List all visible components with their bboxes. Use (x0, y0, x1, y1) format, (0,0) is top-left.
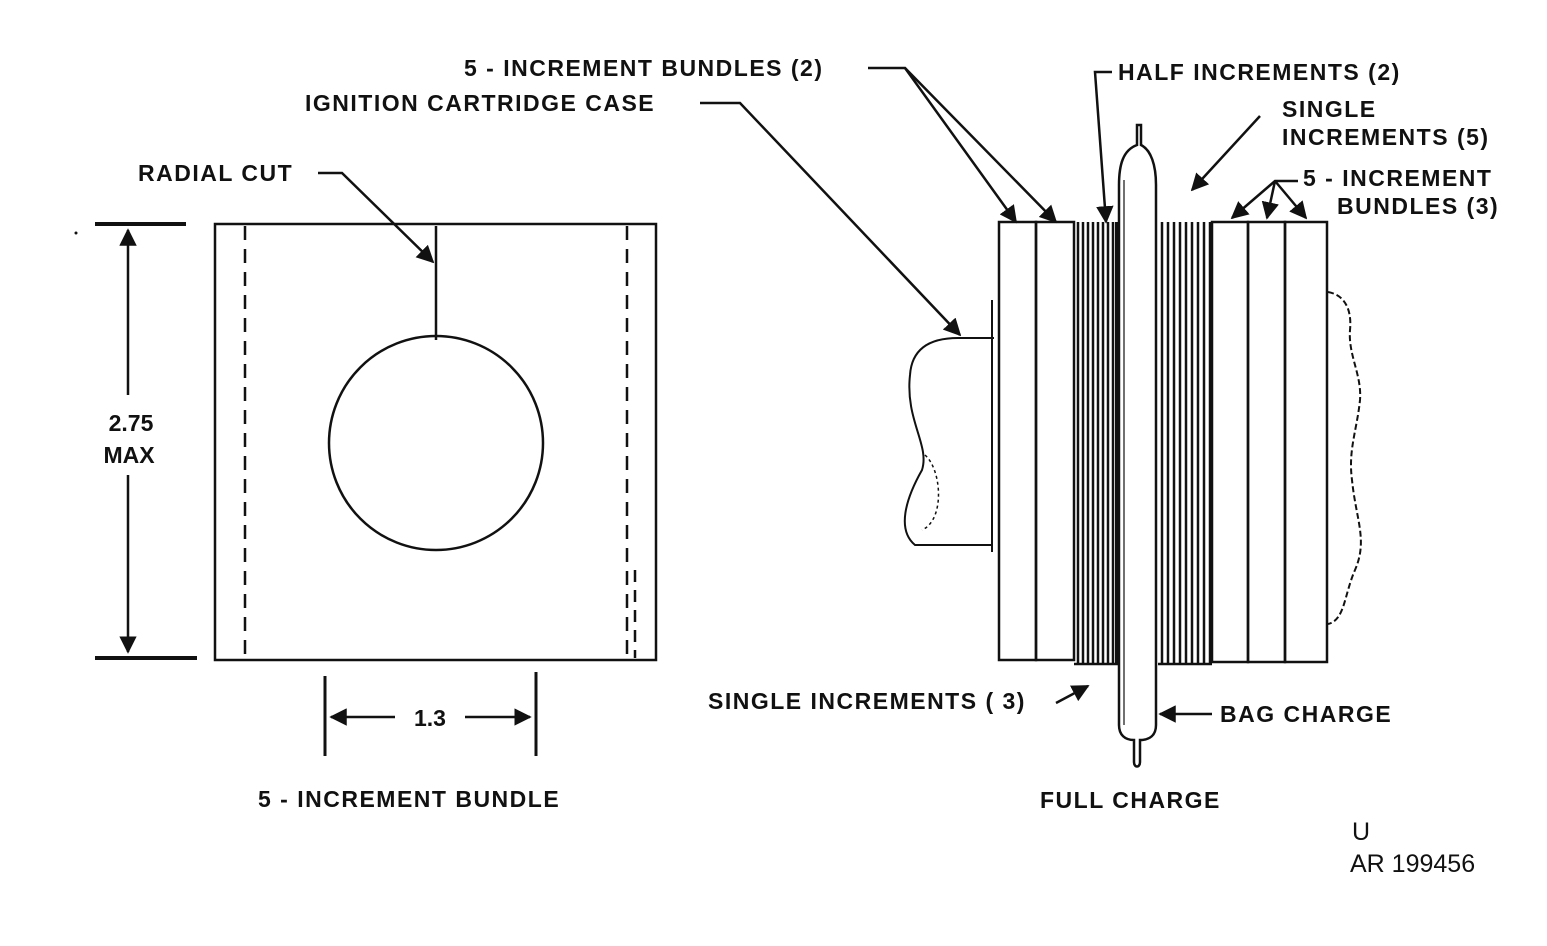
bundle-caption: 5 - INCREMENT BUNDLE (258, 786, 560, 812)
bundles-2-leader-a (868, 66, 1018, 224)
single-5-label-line2: INCREMENTS (5) (1282, 124, 1490, 150)
half-increments-leader (1093, 70, 1114, 224)
left-bundle-1 (997, 220, 1038, 662)
ignition-case-leader (700, 101, 962, 337)
reference-code-line2: AR 199456 (1350, 850, 1475, 878)
single-5-label-line1: SINGLE (1282, 96, 1377, 122)
right-single-increments (1160, 222, 1212, 664)
bundles-3-leader-b (1261, 180, 1279, 220)
right-bundle-3 (1283, 220, 1329, 664)
bundles-2-label: 5 - INCREMENT BUNDLES (2) (464, 55, 824, 81)
ignition-cartridge-case (903, 300, 994, 552)
right-bag-edge (1327, 291, 1362, 625)
right-bundle-1 (1210, 220, 1250, 664)
width-value-label: 1.3 (414, 705, 446, 731)
height-unit-label: MAX (103, 442, 155, 468)
ignition-case-inner (921, 454, 940, 531)
stray-dot (74, 231, 78, 235)
bag-charge-label: BAG CHARGE (1220, 701, 1392, 727)
bundles-3-leader-a (1230, 179, 1298, 220)
bundles-3-leader-c (1274, 180, 1308, 220)
bag-charge (1117, 123, 1158, 768)
single-5-leader (1190, 115, 1261, 192)
height-value-label: 2.75 (109, 410, 154, 436)
single-3-label: SINGLE INCREMENTS ( 3) (708, 688, 1026, 714)
radial-cut-label: RADIAL CUT (138, 160, 293, 186)
full-charge-view (700, 66, 1362, 768)
right-bundle-2 (1246, 220, 1287, 664)
bundles-3-label-line2: BUNDLES (3) (1337, 193, 1499, 219)
bundle-outline (213, 222, 658, 662)
bundles-3-label-line1: 5 - INCREMENT (1303, 165, 1492, 191)
single-3-leader (1055, 684, 1090, 705)
half-increments-label: HALF INCREMENTS (2) (1118, 59, 1401, 85)
bundles-2-leader-b (904, 67, 1058, 224)
left-single-increments (1076, 222, 1119, 664)
center-hole (327, 334, 545, 552)
left-bundle-2 (1034, 220, 1076, 662)
reference-code-line1: U (1352, 818, 1370, 846)
ignition-case-label: IGNITION CARTRIDGE CASE (305, 90, 655, 116)
radial-cut-leader (318, 171, 435, 264)
bundle-view (95, 171, 658, 756)
full-charge-caption: FULL CHARGE (1040, 787, 1221, 813)
